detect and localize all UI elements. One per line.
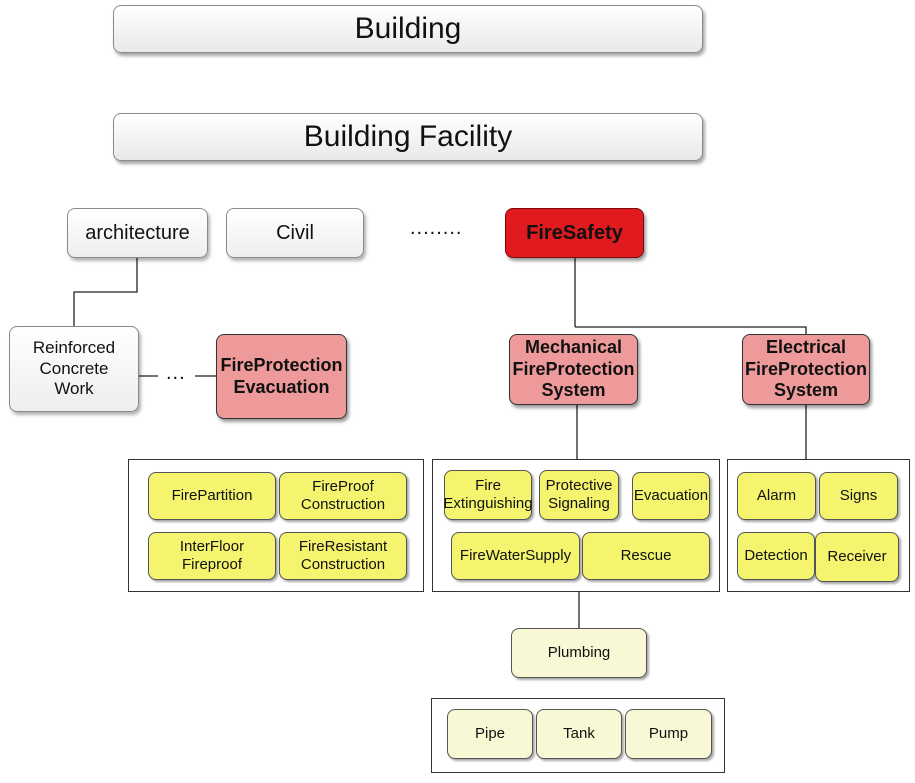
architecture-ellipsis: ... <box>166 362 186 384</box>
reinforced-concrete-node: Reinforced Concrete Work <box>9 326 139 412</box>
building-banner: Building <box>113 5 703 53</box>
component-pump: Pump <box>625 709 712 759</box>
component-signs: Signs <box>819 472 898 520</box>
category-ellipsis: ........ <box>410 217 463 239</box>
firesafety-node: FireSafety <box>505 208 644 258</box>
electrical-system-node: Electrical FireProtection System <box>742 334 870 405</box>
component-protective-signaling: Protective Signaling <box>539 470 619 520</box>
connector-firesafety-systems <box>574 258 807 334</box>
component-alarm: Alarm <box>737 472 816 520</box>
civil-node: Civil <box>226 208 364 258</box>
component-evacuation: Evacuation <box>632 472 710 520</box>
component-pipe: Pipe <box>447 709 533 759</box>
plumbing-node: Plumbing <box>511 628 647 678</box>
component-firepartition: FirePartition <box>148 472 276 520</box>
component-fireresistant-construction: FireResistant Construction <box>279 532 407 580</box>
component-fireproof-construction: FireProof Construction <box>279 472 407 520</box>
component-firewatersupply: FireWaterSupply <box>451 532 580 580</box>
component-detection: Detection <box>737 532 815 580</box>
component-rescue: Rescue <box>582 532 710 580</box>
component-tank: Tank <box>536 709 622 759</box>
mechanical-system-node: Mechanical FireProtection System <box>509 334 638 405</box>
architecture-node: architecture <box>67 208 208 258</box>
component-receiver: Receiver <box>815 532 899 582</box>
component-fire-extinguishing: Fire Extinguishing <box>443 470 533 520</box>
fireprotection-evacuation-node: FireProtection Evacuation <box>216 334 347 419</box>
building-facility-banner: Building Facility <box>113 113 703 161</box>
component-interfloor-fireproof: InterFloor Fireproof <box>148 532 276 580</box>
connector-architecture-reinforced <box>73 258 138 326</box>
